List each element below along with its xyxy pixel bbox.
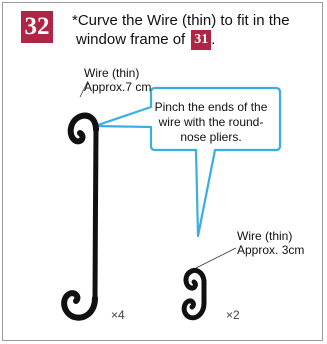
long-wire-name: Wire (thin) <box>84 66 140 80</box>
instruction-period: . <box>211 31 216 48</box>
short-wire-shape <box>181 267 207 321</box>
short-wire-leader-line <box>195 247 237 269</box>
long-wire-length: Approx.7 cm <box>84 80 152 94</box>
short-wire-label: Wire (thin) Approx. 3cm <box>237 229 304 257</box>
instruction-panel: 32 *Curve the Wire (thin) to fit in the … <box>2 2 323 341</box>
short-wire-name: Wire (thin) <box>237 229 293 243</box>
callout-bubble <box>93 86 282 238</box>
instruction-line-2: window frame of <box>76 31 186 48</box>
long-wire-leader-line <box>79 80 89 98</box>
step-number-badge: 32 <box>21 11 53 43</box>
long-wire-quantity: ×4 <box>111 308 125 322</box>
reference-step-badge: 31 <box>191 30 212 51</box>
short-wire-length: Approx. 3cm <box>237 243 305 257</box>
callout-text: Pinch the ends of the wire with the roun… <box>154 100 268 144</box>
long-wire-label: Wire (thin) Approx.7 cm <box>84 66 151 94</box>
long-wire-shape <box>61 112 99 321</box>
short-wire-quantity: ×2 <box>226 308 240 322</box>
instruction-line-1: *Curve the Wire (thin) to fit in the <box>72 12 290 29</box>
instruction-text: *Curve the Wire (thin) to fit in the win… <box>72 11 322 51</box>
